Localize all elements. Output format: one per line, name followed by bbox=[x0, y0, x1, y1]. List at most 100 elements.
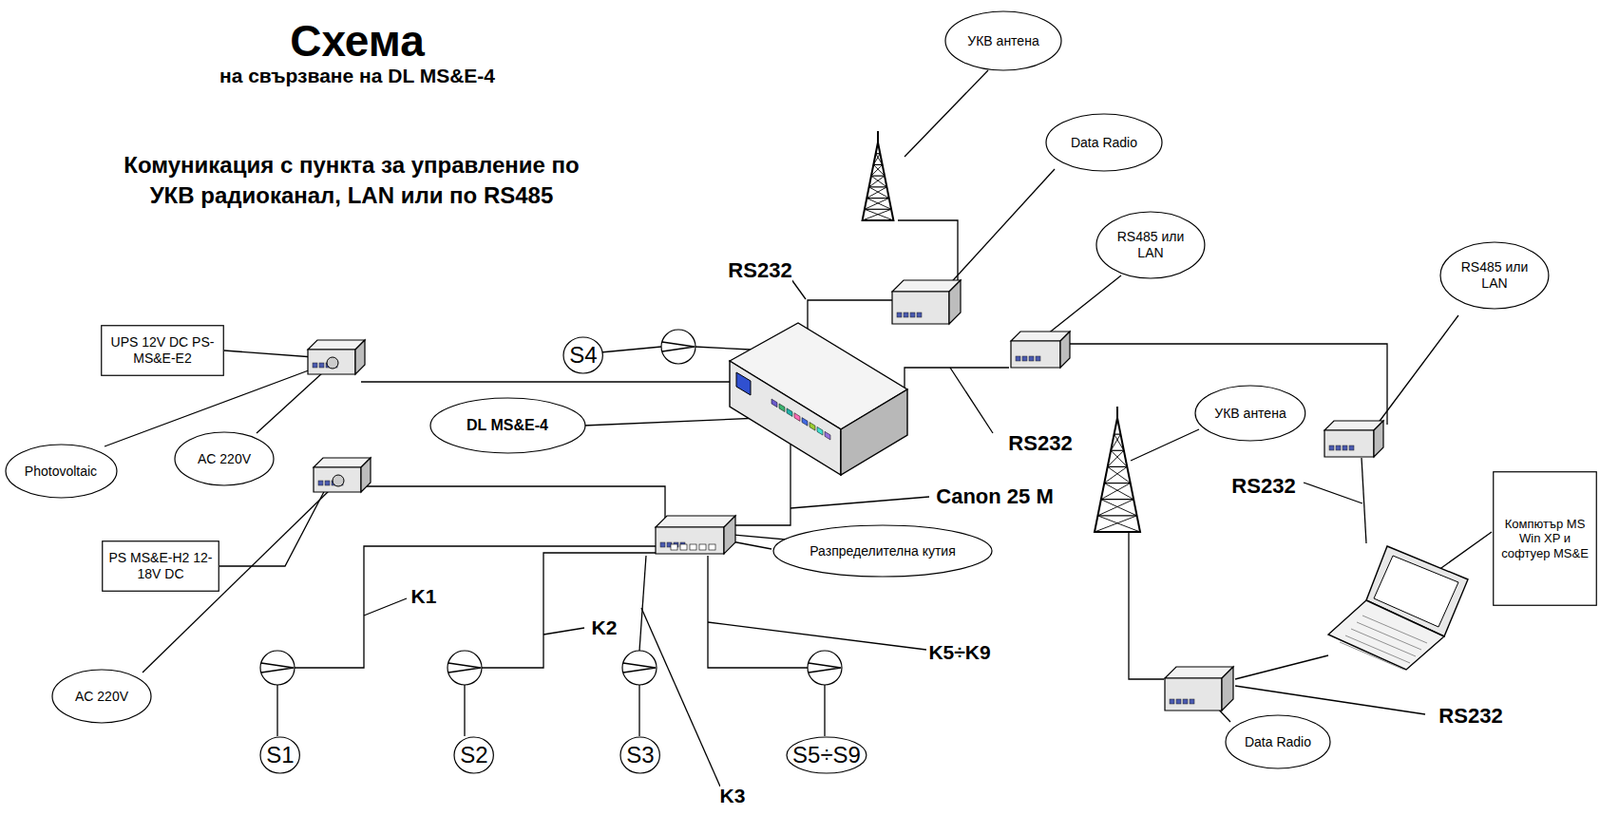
pump-symbol bbox=[447, 650, 482, 686]
node-text: Data Radio bbox=[1070, 134, 1138, 152]
outline bbox=[945, 11, 1062, 71]
leader bbox=[790, 496, 930, 509]
tower-rung bbox=[1104, 482, 1130, 484]
power-unit-front bbox=[313, 467, 362, 493]
cable-label: Canon 25 M bbox=[935, 484, 1053, 510]
leader bbox=[583, 418, 761, 426]
psu-socket bbox=[326, 357, 339, 369]
node-text: Data Radio bbox=[1244, 734, 1312, 751]
tower-brace bbox=[873, 153, 880, 166]
wire bbox=[256, 372, 324, 434]
tower-frame bbox=[862, 142, 895, 221]
pump-triangle bbox=[448, 663, 481, 673]
tower-brace bbox=[862, 209, 892, 221]
tower-rung bbox=[1101, 498, 1134, 500]
power-unit-front bbox=[307, 349, 356, 375]
sensor-circle: S2 bbox=[453, 736, 495, 775]
label-ellipse: Data Radio bbox=[1045, 113, 1163, 172]
tower-brace bbox=[1110, 450, 1127, 467]
outline bbox=[1046, 114, 1162, 172]
node-text: AC 220V bbox=[197, 451, 251, 468]
rs485-converter-led bbox=[1035, 356, 1041, 362]
power-unit-led bbox=[319, 362, 324, 368]
label-ellipse: DL MS&E-4 bbox=[429, 397, 587, 455]
box-screen bbox=[736, 372, 751, 396]
node-text: S2 bbox=[459, 742, 488, 770]
tower-brace bbox=[1097, 515, 1141, 533]
power-unit-led bbox=[324, 480, 330, 486]
tower-rung bbox=[866, 197, 889, 199]
outline bbox=[1195, 385, 1306, 441]
pump-triangle bbox=[808, 663, 841, 673]
node-text: AC 220V bbox=[75, 688, 129, 705]
cable-label: K5÷K9 bbox=[928, 641, 991, 665]
box-led bbox=[817, 426, 823, 436]
wire bbox=[1235, 655, 1329, 680]
box-led bbox=[809, 422, 816, 432]
outline bbox=[102, 541, 220, 592]
wire bbox=[729, 443, 791, 526]
leader bbox=[543, 628, 585, 635]
pump-symbol bbox=[622, 650, 657, 686]
psu-socket bbox=[332, 475, 344, 487]
pump-triangle bbox=[261, 663, 294, 673]
data-radio-device-front bbox=[1164, 678, 1222, 711]
node-text: УКВ антена bbox=[1214, 405, 1286, 422]
terminal bbox=[699, 544, 706, 551]
wire bbox=[1066, 343, 1388, 425]
power-unit-side bbox=[361, 457, 371, 493]
pump-symbol bbox=[260, 650, 295, 686]
pump-triangle bbox=[623, 663, 656, 673]
tower-brace bbox=[864, 198, 890, 210]
leader bbox=[945, 169, 1055, 289]
port-label: RS232 bbox=[727, 258, 792, 284]
label-ellipse: RS485 или LAN bbox=[1095, 210, 1206, 280]
box-led bbox=[786, 408, 793, 418]
wire bbox=[463, 685, 465, 737]
wire bbox=[694, 346, 751, 350]
leader bbox=[731, 541, 772, 550]
tower-rung bbox=[873, 164, 882, 166]
tower-rung bbox=[869, 186, 888, 188]
rs485-converter-led bbox=[1028, 356, 1034, 362]
tower-brace bbox=[869, 187, 890, 199]
data-radio-device bbox=[1164, 666, 1234, 711]
tower-rung bbox=[1114, 434, 1122, 436]
data-radio-device-led bbox=[896, 312, 902, 318]
tower-brace bbox=[1097, 499, 1134, 516]
outline bbox=[260, 737, 300, 774]
tower-brace bbox=[871, 164, 883, 176]
outline bbox=[101, 325, 225, 377]
label-ellipse: УКВ антена bbox=[1194, 384, 1307, 442]
wire bbox=[807, 300, 894, 335]
leader bbox=[363, 598, 407, 616]
wire bbox=[361, 380, 730, 382]
data-radio-device-led bbox=[903, 312, 909, 318]
label-ellipse: RS485 или LAN bbox=[1439, 241, 1550, 310]
tower-brace bbox=[1107, 450, 1124, 467]
leader bbox=[1235, 685, 1426, 715]
tower-rung bbox=[864, 209, 892, 210]
label-ellipse: AC 220V bbox=[173, 431, 275, 487]
leader bbox=[707, 622, 927, 650]
rs485-converter-side bbox=[1060, 331, 1070, 368]
rs485-converter-led bbox=[1329, 445, 1334, 451]
power-unit-side bbox=[355, 340, 365, 375]
box-led bbox=[779, 403, 785, 413]
tower-brace bbox=[873, 164, 885, 176]
wire bbox=[707, 555, 808, 668]
distribution-box-front bbox=[655, 527, 724, 554]
keyboard-row bbox=[1351, 628, 1416, 657]
sensor-circle: S4 bbox=[562, 336, 604, 375]
port-label: RS232 bbox=[1438, 704, 1503, 729]
outline bbox=[1225, 715, 1331, 769]
data-radio-device-front bbox=[892, 291, 950, 324]
power-unit bbox=[307, 340, 365, 375]
tower-brace bbox=[864, 209, 894, 221]
keyboard-row bbox=[1339, 642, 1405, 670]
outline bbox=[5, 444, 117, 498]
wire bbox=[365, 486, 666, 521]
distribution-box bbox=[655, 515, 736, 554]
rs485-converter-front bbox=[1324, 430, 1374, 458]
data-radio-device-side bbox=[949, 280, 961, 324]
